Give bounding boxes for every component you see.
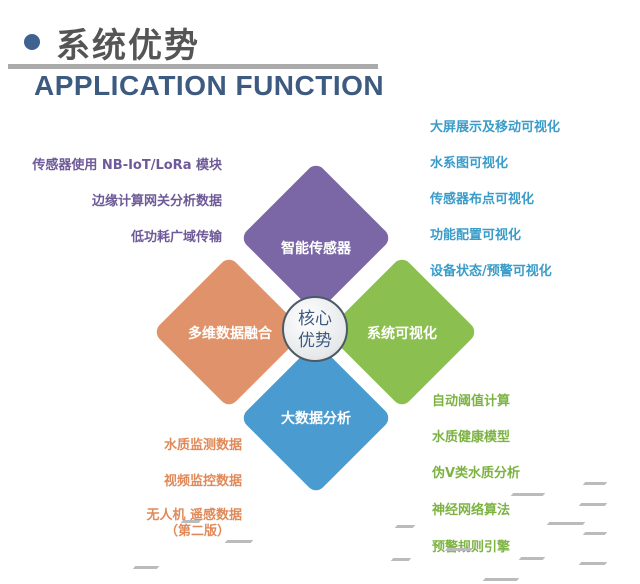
fusion-feature: （第二版） — [164, 524, 230, 539]
label-big-data: 大数据分析 — [281, 411, 351, 427]
decor-dash — [518, 557, 546, 560]
sensor-feature: 传感器使用 NB-IoT/LoRa 模块 — [32, 158, 222, 173]
decor-dash — [390, 558, 412, 561]
core-line-2: 优势 — [298, 331, 332, 351]
page-title: 系统优势 — [56, 26, 200, 66]
decor-dash — [578, 562, 608, 565]
decor-dash — [546, 522, 586, 525]
analysis-feature: 预警规则引擎 — [432, 536, 510, 555]
analysis-feature: 水质健康模型 — [432, 430, 511, 445]
fusion-feature: 水质监测数据 — [163, 438, 242, 453]
analysis-feature: 自动阈值计算 — [432, 394, 511, 409]
visual-feature: 水系图可视化 — [430, 156, 509, 171]
decor-dash — [394, 525, 416, 528]
decor-dash — [180, 520, 202, 523]
label-visualization: 系统可视化 — [367, 326, 437, 342]
decor-dash — [582, 482, 608, 485]
label-data-fusion: 多维数据融合 — [188, 326, 272, 342]
decor-dash — [510, 493, 546, 496]
decor-dash — [132, 566, 160, 569]
fusion-feature: 视频监控数据 — [163, 474, 242, 489]
decor-dash — [578, 503, 608, 506]
page-subtitle: APPLICATION FUNCTION — [34, 70, 385, 101]
analysis-feature: 伪V类水质分析 — [432, 466, 521, 481]
decor-dash — [224, 540, 254, 543]
decor-dash — [444, 548, 474, 551]
label-smart-sensor: 智能传感器 — [281, 241, 351, 257]
visual-feature: 功能配置可视化 — [430, 228, 522, 243]
core-advantage-circle: 核心 优势 — [282, 296, 348, 362]
decor-dash — [482, 578, 520, 581]
sensor-feature: 边缘计算网关分析数据 — [91, 194, 222, 209]
visual-feature: 设备状态/预警可视化 — [430, 264, 552, 279]
visual-feature: 大屏展示及移动可视化 — [430, 120, 561, 135]
decor-dash — [582, 532, 608, 535]
fusion-feature: 无人机 遥感数据 — [146, 508, 242, 523]
core-line-1: 核心 — [298, 309, 332, 329]
bullet-icon — [24, 34, 40, 50]
visual-feature: 传感器布点可视化 — [430, 192, 535, 207]
analysis-feature: 神经网络算法 — [432, 503, 511, 518]
sensor-feature: 低功耗广域传输 — [130, 230, 222, 245]
title-divider — [8, 64, 378, 69]
